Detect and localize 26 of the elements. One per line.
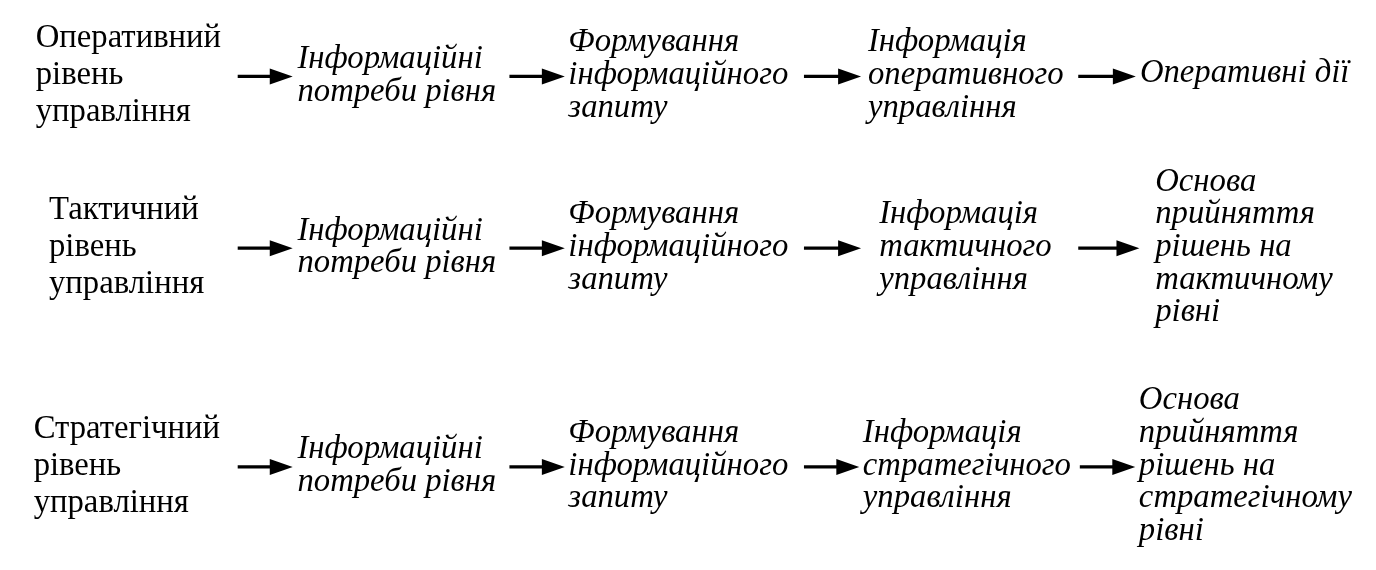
node-text: Тактичний рівень управління — [49, 190, 205, 300]
node-text: Оперативний рівень управління — [35, 18, 222, 129]
node-text: Стратегічний рівень управління — [33, 408, 221, 519]
arrow — [237, 240, 293, 257]
node-text: Інформаційні потреби рівня — [297, 429, 497, 499]
arrow — [1078, 240, 1140, 257]
arrow — [1079, 458, 1136, 475]
arrow — [509, 458, 565, 475]
node-text: Оперативні дії — [1139, 53, 1350, 90]
node-text: Інформація оперативного управління — [867, 22, 1064, 124]
arrow — [509, 68, 565, 85]
arrow — [237, 68, 293, 85]
arrow — [1078, 68, 1136, 85]
node-text: Інформація стратегічного управління — [862, 413, 1071, 515]
node-text: Інформаційні потреби рівня — [297, 38, 497, 108]
node-text: Формування інформаційного запиту — [568, 413, 789, 515]
arrow — [509, 240, 565, 257]
node-text: Основа прийняття рішень на тактичному рівні — [1155, 161, 1333, 329]
node-text: Формування інформаційного запиту — [568, 22, 789, 124]
node-text: Основа прийняття рішень на стратегічному рівні — [1138, 380, 1353, 548]
arrow — [803, 240, 862, 257]
arrow — [803, 458, 860, 475]
node-text: Формування інформаційного запиту — [568, 194, 789, 296]
arrow — [803, 68, 862, 85]
arrow — [237, 458, 293, 475]
node-text: Інформаційні потреби рівня — [297, 210, 497, 280]
